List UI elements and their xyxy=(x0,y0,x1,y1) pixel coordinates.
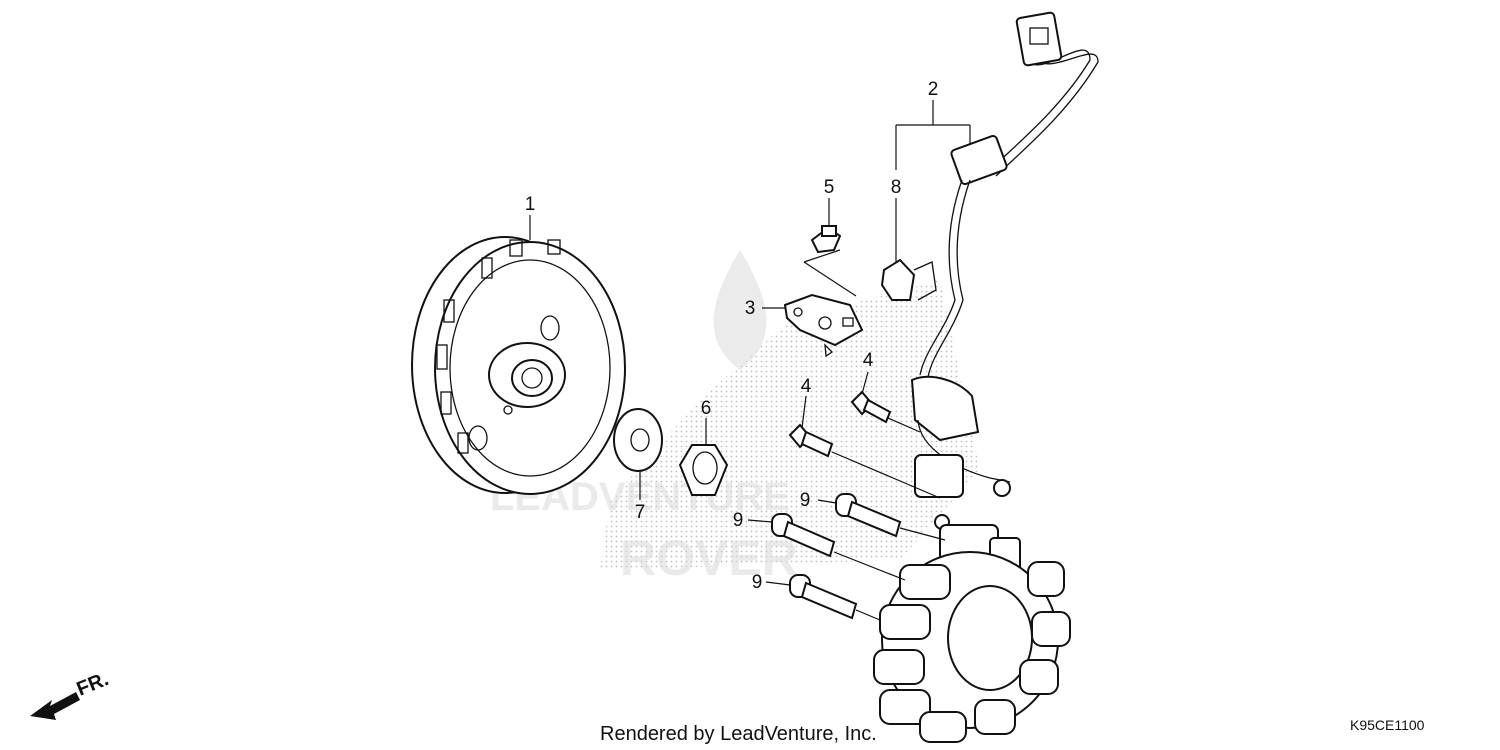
callout-bolt-lower: 4 xyxy=(801,376,812,397)
bolt-c-part xyxy=(789,574,858,620)
callout-bolt-b: 9 xyxy=(733,510,744,531)
stator-poles xyxy=(873,561,1071,743)
front-direction-indicator: FR. xyxy=(30,668,112,720)
callout-screw: 5 xyxy=(824,177,835,198)
callout-bolt-upper: 4 xyxy=(863,350,874,371)
wire-harness-part xyxy=(873,11,1099,743)
flywheel-part xyxy=(411,236,626,495)
arrow-icon xyxy=(30,692,80,720)
callout-washer: 7 xyxy=(635,502,646,523)
washer-part xyxy=(613,408,663,472)
callout-bolt-c: 9 xyxy=(752,572,763,593)
bracket-part xyxy=(783,293,864,358)
screw-part xyxy=(810,225,842,254)
footer-credit: Rendered by LeadVenture, Inc. xyxy=(600,723,877,745)
callout-wire-harness: 2 xyxy=(928,79,939,100)
callout-bracket: 3 xyxy=(745,298,756,319)
background-shading xyxy=(600,280,980,570)
callout-flywheel: 1 xyxy=(525,194,536,215)
callout-labels: 1 2 3 4 4 5 6 7 8 9 9 9 xyxy=(525,79,939,593)
leader-lines xyxy=(529,100,971,621)
callout-bolt-a: 9 xyxy=(800,490,811,511)
callout-nut: 6 xyxy=(701,398,712,419)
clamp-part xyxy=(880,258,937,301)
watermark-line2: ROVER xyxy=(620,530,798,586)
bolt-a-part xyxy=(835,493,902,538)
bolt-b-part xyxy=(771,513,836,558)
bolt-upper-part xyxy=(850,390,892,424)
bolt-lower-part xyxy=(788,423,834,458)
diagram-code: K95CE1100 xyxy=(1350,717,1425,733)
front-label: FR. xyxy=(74,668,112,700)
callout-clamp: 8 xyxy=(891,177,902,198)
nut-part xyxy=(678,444,729,496)
